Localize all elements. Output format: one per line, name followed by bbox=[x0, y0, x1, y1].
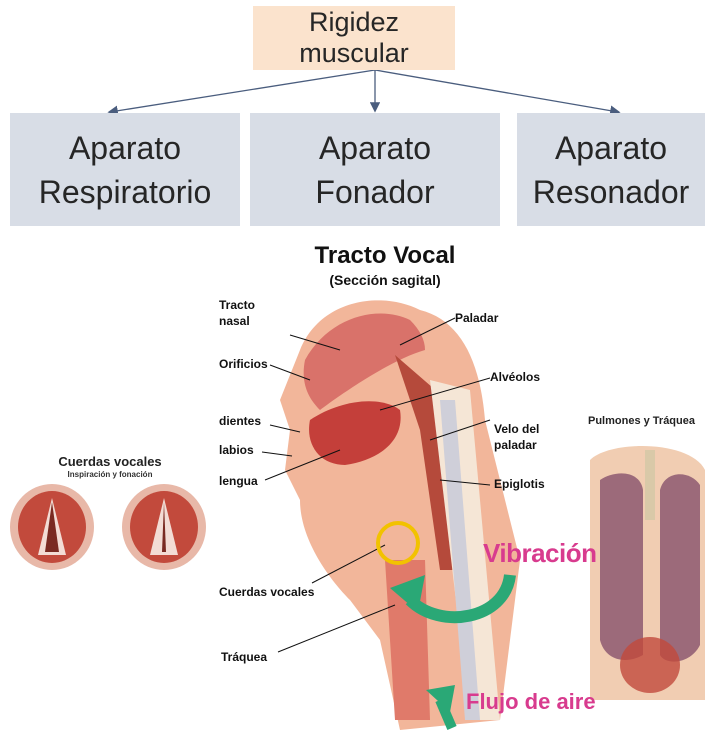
node-label-line2: Fonador bbox=[315, 170, 434, 214]
label-paladar: Paladar bbox=[455, 311, 498, 325]
label-cuerdas-vocales: Cuerdas vocales bbox=[219, 585, 314, 599]
label-velo-2: paladar bbox=[494, 438, 537, 452]
node-label-line2: Resonador bbox=[533, 170, 690, 214]
connector-left bbox=[110, 70, 375, 112]
root-node-label: Rigidez muscular bbox=[253, 7, 455, 69]
label-labios: labios bbox=[219, 443, 254, 457]
lungs-image bbox=[590, 446, 705, 700]
node-label-line1: Aparato bbox=[319, 126, 431, 170]
label-vibracion: Vibración bbox=[483, 538, 597, 569]
label-tracto-nasal-2: nasal bbox=[219, 314, 250, 328]
label-orificios: Orificios bbox=[219, 357, 268, 371]
label-dientes: dientes bbox=[219, 414, 261, 428]
node-label-line1: Aparato bbox=[555, 126, 667, 170]
label-epiglotis: Epiglotis bbox=[494, 477, 545, 491]
figure-subtitle: (Sección sagital) bbox=[300, 272, 470, 288]
connector-right bbox=[375, 70, 618, 112]
node-aparato-fonador: Aparato Fonador bbox=[250, 113, 500, 226]
label-traquea: Tráquea bbox=[221, 650, 267, 664]
lungs-title: Pulmones y Tráquea bbox=[588, 415, 695, 427]
vocal-tract-illustration bbox=[0, 236, 709, 733]
node-aparato-resonador: Aparato Resonador bbox=[517, 113, 705, 226]
label-flujo-de-aire: Flujo de aire bbox=[466, 689, 596, 715]
label-lengua: lengua bbox=[219, 474, 258, 488]
label-velo-1: Velo del bbox=[494, 422, 539, 436]
vocal-cords-images bbox=[10, 484, 206, 570]
head-section bbox=[280, 300, 520, 730]
root-node: Rigidez muscular bbox=[253, 6, 455, 70]
vocal-cords-title: Cuerdas vocales bbox=[30, 454, 190, 469]
node-label-line1: Aparato bbox=[69, 126, 181, 170]
figure-title: Tracto Vocal bbox=[300, 242, 470, 270]
node-label-line2: Respiratorio bbox=[39, 170, 212, 214]
label-tracto-nasal-1: Tracto bbox=[219, 298, 255, 312]
node-aparato-respiratorio: Aparato Respiratorio bbox=[10, 113, 240, 226]
label-alveolos: Alvéolos bbox=[490, 370, 540, 384]
vocal-cords-subtitle: Inspiración y fonación bbox=[30, 470, 190, 479]
